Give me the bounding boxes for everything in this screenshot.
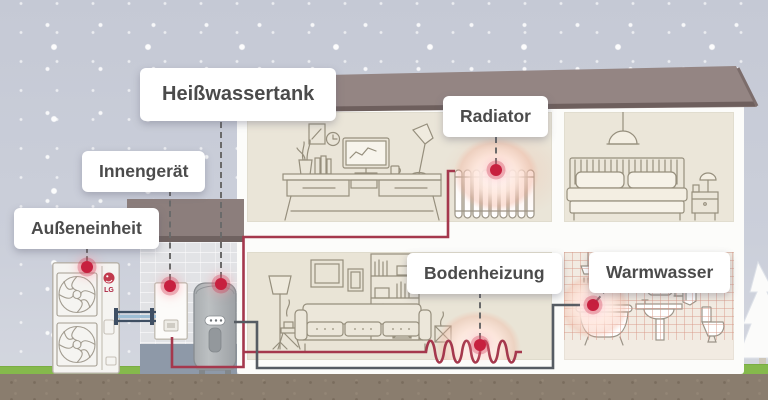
leader-indoor-unit (169, 190, 171, 280)
hotspot-indoor-unit[interactable] (164, 280, 176, 292)
coffee-mug (390, 165, 401, 175)
bed (566, 157, 688, 221)
callout-floor-heating-label: Bodenheizung (424, 263, 545, 283)
floor-lamp (268, 275, 292, 350)
desk (282, 173, 442, 221)
callout-hot-water: Warmwasser (589, 252, 731, 293)
callout-outdoor-unit-label: Außeneinheit (31, 218, 142, 238)
hotspot-hot-water-tank[interactable] (215, 278, 227, 290)
outdoor-unit: LG (52, 262, 120, 374)
snow-covered-tree (737, 260, 768, 367)
room-bedroom (564, 112, 734, 222)
callout-indoor-unit: Innengerät (82, 151, 206, 192)
valve-cover (105, 356, 117, 366)
tank-handle (208, 327, 222, 353)
bedroom-furniture (566, 112, 719, 221)
hot-water-tank (193, 282, 237, 374)
indoor-unit-display (167, 323, 175, 328)
toilet (701, 306, 725, 343)
leader-radiator (495, 137, 497, 164)
picture-frames (310, 259, 364, 292)
plant (296, 139, 313, 176)
callout-hot-water-tank: Heißwassertank (140, 68, 337, 121)
books (314, 155, 332, 175)
house-cutaway (237, 100, 744, 374)
pendant-lamp (606, 112, 640, 145)
hotspot-hot-water[interactable] (587, 299, 599, 311)
callout-outdoor-unit: Außeneinheit (14, 208, 159, 249)
picture-frame (308, 123, 326, 145)
sink (635, 289, 687, 341)
lg-logo: LG (103, 272, 115, 294)
leader-outdoor-unit (86, 248, 88, 261)
callout-radiator: Radiator (443, 96, 548, 137)
callout-radiator-label: Radiator (460, 106, 531, 126)
bedside-lamp (692, 172, 717, 193)
ground-soil (0, 374, 768, 400)
sofa (294, 303, 432, 353)
callout-indoor-unit-label: Innengerät (99, 161, 189, 181)
monitor (342, 137, 390, 174)
callout-hot-water-label: Warmwasser (606, 262, 714, 282)
leader-floor-heating (479, 292, 481, 339)
leader-hot-water-tank (220, 122, 222, 278)
hotspot-floor-heating[interactable] (474, 339, 486, 351)
fan-grille-top (56, 272, 98, 317)
callout-hot-water-tank-label: Heißwassertank (162, 83, 315, 105)
callout-floor-heating: Bodenheizung (407, 253, 562, 294)
hotspot-radiator[interactable] (490, 164, 502, 176)
hotspot-outdoor-unit[interactable] (81, 261, 93, 273)
lg-logo-text: LG (104, 287, 114, 294)
service-panel (103, 319, 115, 335)
nightstand (691, 191, 719, 221)
wall-clock (325, 131, 341, 147)
fan-grille-bottom (56, 322, 98, 367)
